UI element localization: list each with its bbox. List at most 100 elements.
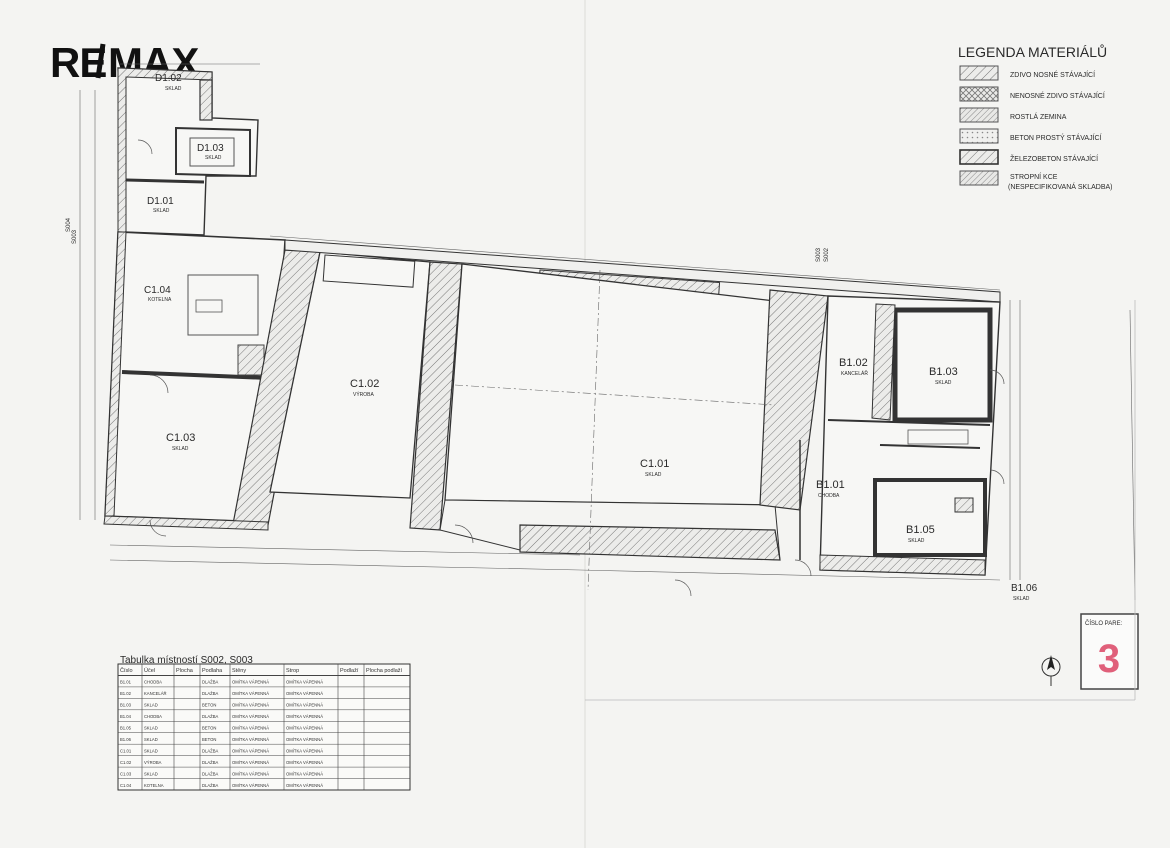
table-cell: OMÍTKA VÁPENNÁ: [286, 737, 323, 742]
room-code: B1.03: [929, 366, 958, 378]
room-code: D1.03: [197, 143, 224, 154]
table-cell: SKLAD: [144, 771, 158, 776]
table-header-cell: Číslo: [120, 667, 133, 674]
table-cell: OMÍTKA VÁPENNÁ: [286, 760, 323, 765]
table-cell: OMÍTKA VÁPENNÁ: [232, 714, 269, 719]
table-cell: C1.03: [120, 771, 132, 776]
table-cell: OMÍTKA VÁPENNÁ: [286, 703, 323, 708]
table-header-cell: Plocha podlaží: [366, 668, 403, 674]
north-arrow-icon: [1041, 655, 1061, 686]
room-code: B1.01: [816, 479, 845, 491]
table-cell: OMÍTKA VÁPENNÁ: [286, 726, 323, 731]
table-cell: SKLAD: [144, 726, 158, 731]
table-cell: OMÍTKA VÁPENNÁ: [286, 714, 323, 719]
table-header-cell: Podlaží: [340, 668, 359, 674]
room-table-title: Tabulka místností S002, S003: [120, 655, 253, 666]
table-cell: CHODBA: [144, 680, 162, 685]
legend-item-label: NENOSNÉ ZDIVO STÁVAJÍCÍ: [1010, 91, 1105, 100]
room-code: C1.03: [166, 432, 195, 444]
room-code: C1.01: [640, 458, 669, 470]
room-name: VÝROBA: [353, 391, 375, 398]
room-name: SKLAD: [935, 380, 952, 386]
table-cell: OMÍTKA VÁPENNÁ: [232, 703, 269, 708]
table-cell: OMÍTKA VÁPENNÁ: [232, 771, 269, 776]
table-cell: KOTELNA: [144, 783, 164, 788]
room-code: C1.04: [144, 285, 171, 296]
table-cell: DLAŽBA: [202, 760, 218, 765]
table-cell: BETON: [202, 703, 216, 708]
room-name: SKLAD: [1013, 596, 1030, 602]
table-cell: B1.04: [120, 714, 132, 719]
table-header-cell: Stěny: [232, 668, 246, 674]
table-cell: OMÍTKA VÁPENNÁ: [232, 726, 269, 731]
table-cell: DLAŽBA: [202, 783, 218, 788]
table-cell: DLAŽBA: [202, 691, 218, 696]
sheet-number-box: ČÍSLO PARE: 3: [1080, 613, 1139, 690]
table-cell: OMÍTKA VÁPENNÁ: [232, 760, 269, 765]
table-cell: CHODBA: [144, 714, 162, 719]
table-cell: OMÍTKA VÁPENNÁ: [232, 748, 269, 753]
table-cell: OMÍTKA VÁPENNÁ: [286, 783, 323, 788]
table-cell: SKLAD: [144, 737, 158, 742]
table-cell: B1.05: [120, 726, 132, 731]
table-cell: B1.03: [120, 703, 132, 708]
table-cell: OMÍTKA VÁPENNÁ: [232, 691, 269, 696]
table-cell: C1.01: [120, 748, 132, 753]
remax-logo: RE MAX: [50, 39, 200, 86]
table-cell: OMÍTKA VÁPENNÁ: [286, 691, 323, 696]
floor-plan: [79, 63, 1136, 601]
table-cell: OMÍTKA VÁPENNÁ: [232, 737, 269, 742]
table-cell: C1.02: [120, 760, 132, 765]
table-header-cell: Podlaha: [202, 668, 223, 674]
sheet-label: ČÍSLO PARE:: [1085, 620, 1123, 627]
table-cell: C1.04: [120, 783, 132, 788]
room-name: SKLAD: [172, 446, 189, 452]
room-code: B1.05: [906, 524, 935, 536]
table-header-cell: Strop: [286, 668, 299, 674]
room-name: KANCELÁŘ: [841, 369, 868, 377]
table-cell: B1.01: [120, 680, 132, 685]
legend-item-label: ROSTLÁ ZEMINA: [1010, 112, 1067, 121]
section-markers: S004 S003 S003 S002: [66, 217, 830, 262]
table-cell: BETON: [202, 737, 216, 742]
section-mark: S004: [66, 217, 72, 232]
table-cell: KANCELÁŘ: [144, 691, 167, 696]
table-cell: OMÍTKA VÁPENNÁ: [232, 783, 269, 788]
dimension-lines: [79, 63, 1136, 601]
section-mark: S002: [824, 247, 830, 262]
room-code: B1.06: [1011, 583, 1038, 594]
room-name: SKLAD: [205, 155, 222, 161]
table-cell: SKLAD: [144, 748, 158, 753]
room-name: KOTELNA: [148, 297, 172, 303]
legend-item-label: ZDIVO NOSNÉ STÁVAJÍCÍ: [1010, 70, 1095, 79]
table-cell: B1.02: [120, 691, 132, 696]
legend-item-label: BETON PROSTÝ STÁVAJÍCÍ: [1010, 133, 1102, 142]
table-header-cell: Plocha: [176, 668, 194, 674]
room-name: SKLAD: [908, 538, 925, 544]
table-cell: OMÍTKA VÁPENNÁ: [286, 771, 323, 776]
room-name: SKLAD: [645, 472, 662, 478]
table-cell: SKLAD: [144, 703, 158, 708]
table-cell: B1.06: [120, 737, 132, 742]
room-name: SKLAD: [153, 208, 170, 214]
door-swings: [137, 139, 1005, 597]
table-cell: VÝROBA: [144, 760, 162, 765]
materials-legend: LEGENDA MATERIÁLŮ ZDIVO NOSNÉ STÁVAJÍCÍ …: [958, 43, 1113, 191]
table-cell: BETON: [202, 726, 216, 731]
room-code: D1.02: [155, 73, 182, 84]
legend-item-label: ŽELEZOBETON STÁVAJÍCÍ: [1010, 154, 1098, 163]
legend-title: LEGENDA MATERIÁLŮ: [958, 43, 1107, 60]
room-labels: D1.02 SKLAD D1.03 SKLAD D1.01 SKLAD C1.0…: [144, 73, 1038, 602]
room-name: SKLAD: [165, 86, 182, 92]
table-cell: OMÍTKA VÁPENNÁ: [286, 680, 323, 685]
table-cell: OMÍTKA VÁPENNÁ: [232, 680, 269, 685]
table-cell: DLAŽBA: [202, 680, 218, 685]
legend-item-label: (NESPECIFIKOVANÁ SKLADBA): [1008, 182, 1113, 191]
room-name: CHODBA: [818, 493, 840, 499]
room-code: C1.02: [350, 378, 379, 390]
table-cell: DLAŽBA: [202, 714, 218, 719]
table-cell: DLAŽBA: [202, 748, 218, 753]
